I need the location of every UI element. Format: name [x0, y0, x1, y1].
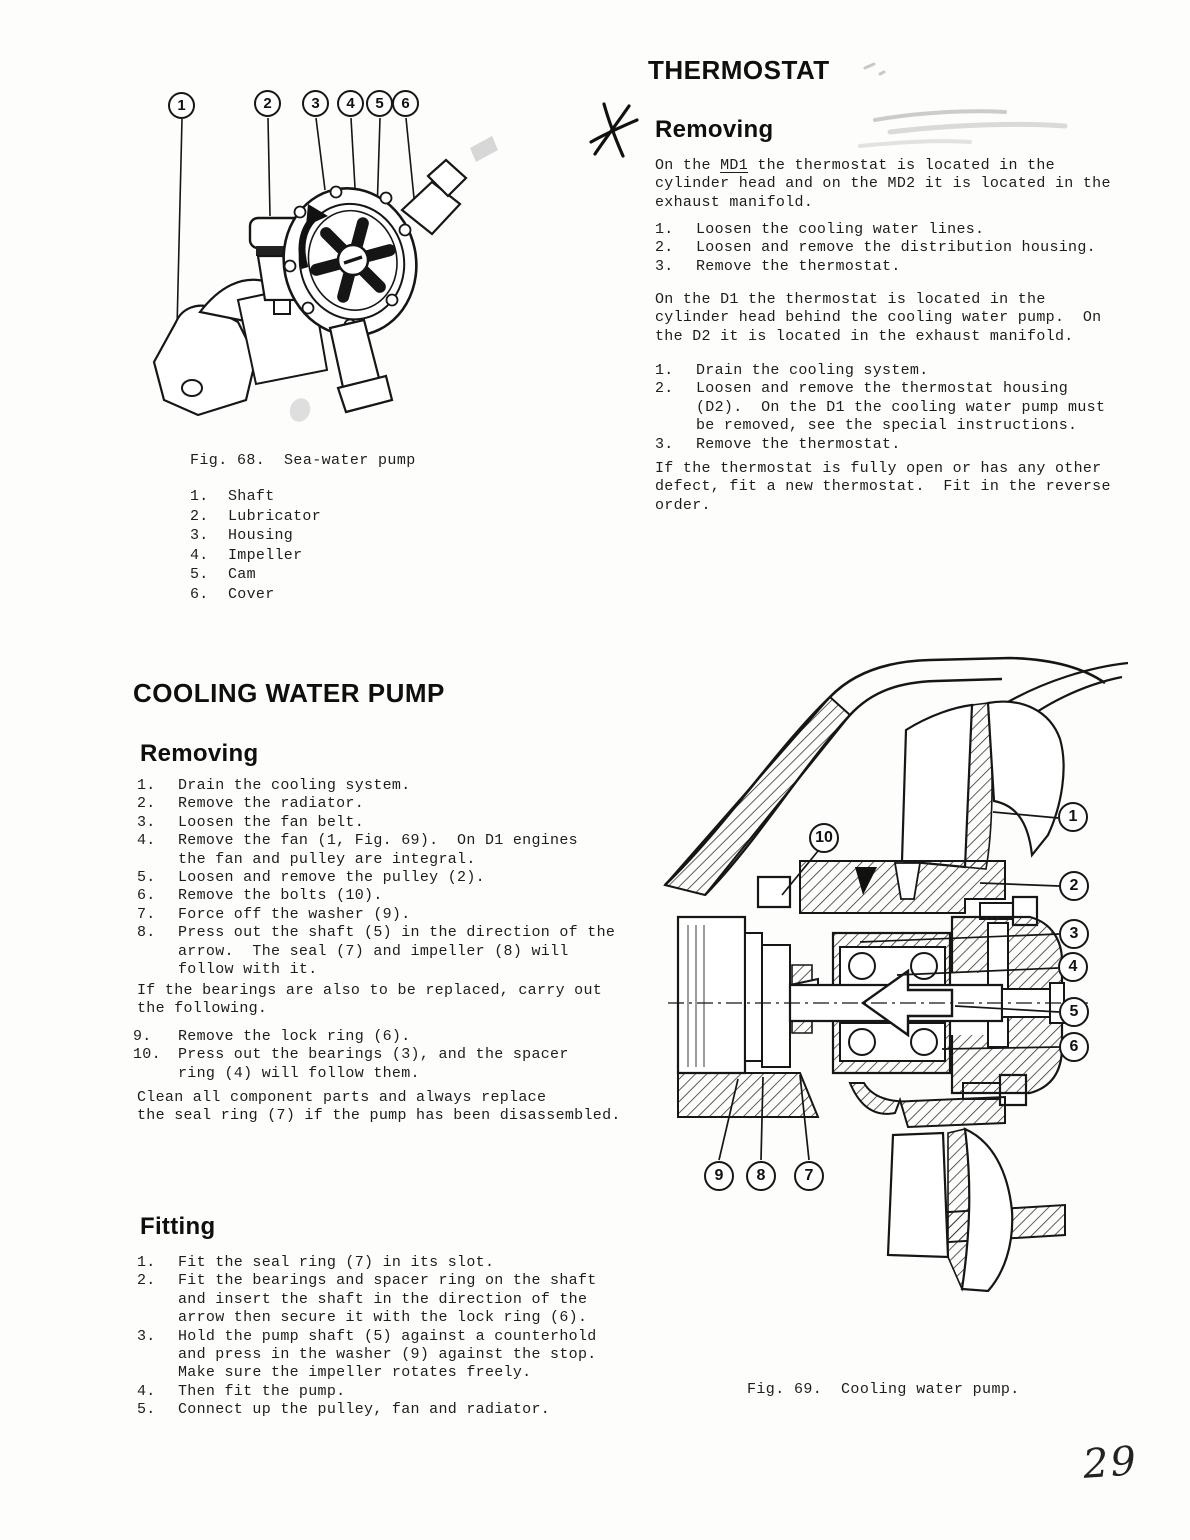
thermostat-para-3: If the thermostat is fully open or has a… — [655, 460, 1111, 514]
list-item: 1.Drain the cooling system. — [137, 777, 411, 794]
list-item: 2.Fit the bearings and spacer ring on th… — [137, 1272, 597, 1327]
fig69-callout-4: 4 — [1058, 952, 1088, 982]
list-item: 3.Remove the thermostat. — [655, 257, 901, 275]
fig68-parts-list: 1.Shaft 2.Lubricator 3.Housing 4.Impelle… — [190, 487, 321, 605]
thermostat-para-2: On the D1 the thermostat is located in t… — [655, 291, 1102, 345]
list-item: 7.Force off the washer (9). — [137, 905, 411, 923]
bearings-note: If the bearings are also to be replaced,… — [137, 982, 603, 1018]
list-item: 9.Remove the lock ring (6). — [133, 1028, 411, 1045]
list-item: 3.Loosen the fan belt. — [137, 813, 365, 831]
list-item: 5.Cam — [190, 566, 256, 584]
thermostat-removing-heading: Removing — [655, 116, 774, 143]
fig69-callout-7: 7 — [794, 1161, 824, 1191]
fig69-callout-6: 6 — [1059, 1032, 1089, 1062]
fig69-callout-10: 10 — [809, 823, 839, 853]
list-item: 3.Housing — [190, 527, 294, 545]
list-item: 10.Press out the bearings (3), and the s… — [133, 1046, 569, 1082]
fig68-callout-3: 3 — [302, 90, 329, 117]
thermostat-steps-d: 1.Drain the cooling system. 2.Loosen and… — [655, 362, 1190, 454]
list-item: 1.Loosen the cooling water lines. — [655, 221, 985, 238]
subsection-removing: Removing — [140, 740, 259, 767]
section-title-cooling-water-pump: COOLING WATER PUMP — [133, 678, 445, 708]
list-item: 6.Remove the bolts (10). — [137, 887, 383, 905]
fig69-callout-3: 3 — [1059, 919, 1089, 949]
thermostat-steps-md: 1.Loosen the cooling water lines. 2.Loos… — [655, 221, 1190, 276]
cooling-pump-fitting-steps: 1.Fit the seal ring (7) in its slot. 2.F… — [137, 1254, 697, 1420]
model-md1: MD1 — [720, 157, 749, 174]
list-item: 3.Hold the pump shaft (5) against a coun… — [137, 1327, 597, 1382]
list-item: 6.Cover — [190, 585, 275, 603]
list-item: 5.Connect up the pulley, fan and radiato… — [137, 1401, 551, 1419]
section-title-thermostat: THERMOSTAT — [648, 55, 830, 85]
fig69-callout-1: 1 — [1058, 802, 1088, 832]
list-item: 2.Remove the radiator. — [137, 795, 365, 813]
list-item: 4.Then fit the pump. — [137, 1382, 346, 1400]
list-item: 1.Drain the cooling system. — [655, 362, 929, 379]
cooling-pump-extra-steps: 9.Remove the lock ring (6). 10.Press out… — [133, 1028, 693, 1083]
fig69-callout-2: 2 — [1059, 871, 1089, 901]
fig69-callout-9: 9 — [704, 1161, 734, 1191]
asterisk-mark-icon — [583, 98, 645, 162]
list-item: 4.Impeller — [190, 546, 303, 564]
thermostat-para-1: On the MD1 the thermostat is located in … — [655, 157, 1111, 211]
list-item: 4.Remove the fan (1, Fig. 69). On D1 eng… — [137, 832, 578, 868]
fig68-caption: Fig. 68. Sea-water pump — [190, 452, 416, 469]
list-item: 1.Fit the seal ring (7) in its slot. — [137, 1254, 495, 1271]
fig69-callout-5: 5 — [1059, 997, 1089, 1027]
fig68-callout-5: 5 — [366, 90, 393, 117]
clean-note: Clean all component parts and always rep… — [137, 1089, 621, 1125]
list-item: 2.Loosen and remove the distribution hou… — [655, 239, 1096, 257]
fig68-callout-6: 6 — [392, 90, 419, 117]
list-item: 5.Loosen and remove the pulley (2). — [137, 869, 485, 887]
list-item: 2.Lubricator — [190, 507, 322, 525]
fig68-callout-1: 1 — [168, 92, 195, 119]
fig69-callout-8: 8 — [746, 1161, 776, 1191]
cooling-pump-removing-steps: 1.Drain the cooling system. 2.Remove the… — [137, 777, 697, 979]
list-item: 2.Loosen and remove the thermostat housi… — [655, 380, 1106, 435]
subsection-fitting: Fitting — [140, 1213, 216, 1240]
list-item: 8.Press out the shaft (5) in the directi… — [137, 924, 616, 979]
pencil-smudge — [830, 50, 1080, 160]
list-item: 3.Remove the thermostat. — [655, 435, 901, 453]
fig69-caption: Fig. 69. Cooling water pump. — [747, 1381, 1020, 1398]
list-item: 1.Shaft — [190, 488, 275, 505]
page-number: 29 — [1081, 1438, 1140, 1488]
fig68-sea-water-pump-drawing — [140, 70, 498, 422]
fig68-callout-2: 2 — [254, 90, 281, 117]
fig68-callout-4: 4 — [337, 90, 364, 117]
fig69-cooling-water-pump-drawing — [650, 655, 1150, 1335]
